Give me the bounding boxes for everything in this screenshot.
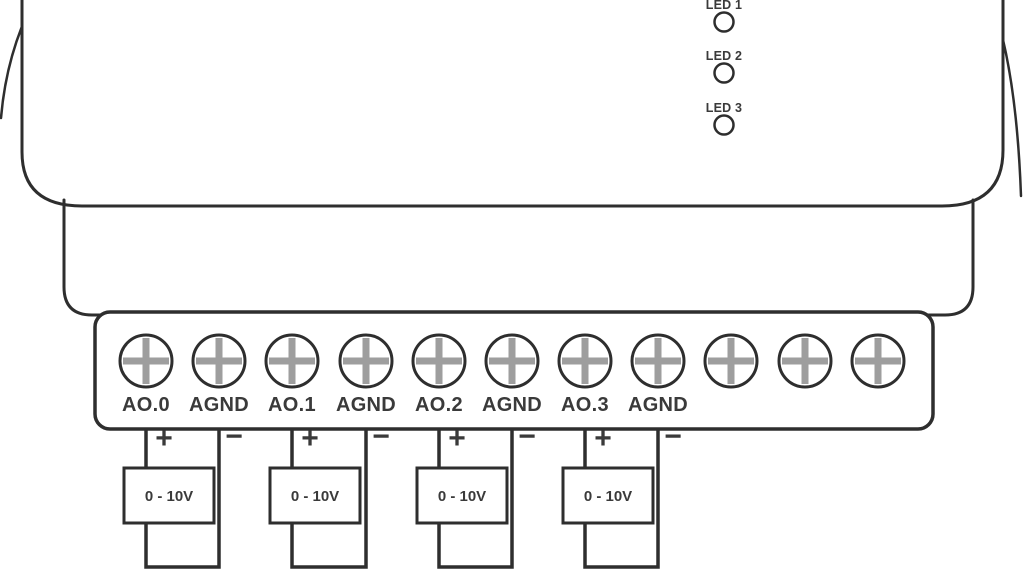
polarity-plus-icon: + [448, 422, 466, 455]
wiring: + − 0 - 10V + − 0 - 10V + − 0 - 10V + − [122, 420, 682, 569]
wiring-pair-3: + − 0 - 10V [415, 420, 536, 569]
device-outline [0, 0, 1023, 317]
screw-terminal-8 [630, 333, 686, 389]
voltage-source-box [122, 466, 216, 525]
polarity-plus-icon: + [155, 422, 173, 455]
led-3-lamp-icon [713, 114, 735, 136]
voltage-source-box [268, 466, 362, 525]
polarity-minus-icon: − [225, 420, 243, 453]
voltage-source-label: 0 - 10V [145, 488, 193, 505]
screw-terminal-9 [703, 333, 759, 389]
terminal-label-ao1: AO.1 [268, 394, 316, 416]
wiring-pair-2: + − 0 - 10V [268, 420, 390, 569]
led-indicators: LED 1 LED 2 LED 3 [706, 0, 742, 136]
voltage-source-label: 0 - 10V [438, 488, 486, 505]
wire-ground-loop [144, 429, 221, 569]
wire-ground-loop [583, 429, 660, 569]
voltage-source-box [415, 466, 509, 525]
screw-terminal-11 [850, 333, 906, 389]
terminal-label-ao0: AO.0 [122, 394, 170, 416]
led-1-label: LED 1 [706, 0, 742, 12]
device-terminal-cover [62, 198, 975, 317]
wiring-pair-1: + − 0 - 10V [122, 420, 243, 569]
led-1-lamp-icon [713, 11, 735, 33]
led-indicator-3: LED 3 [706, 101, 742, 136]
led-indicator-1: LED 1 [706, 0, 742, 33]
wiring-pair-4: + − 0 - 10V [561, 420, 682, 569]
device-body [20, 0, 1005, 208]
wire-ground-loop [437, 429, 514, 569]
terminal-label-ao2: AO.2 [415, 394, 463, 416]
voltage-source-box [561, 466, 655, 525]
voltage-source-label: 0 - 10V [584, 488, 632, 505]
screw-terminal-2 [191, 333, 247, 389]
screw-terminal-6 [484, 333, 540, 389]
terminal-label-agnd-3: AGND [482, 394, 542, 416]
voltage-source-label: 0 - 10V [291, 488, 339, 505]
terminal-label-ao3: AO.3 [561, 394, 609, 416]
terminal-block: AO.0 AGND AO.1 AGND AO.2 AGND AO.3 AGND [93, 310, 935, 431]
screw-terminal-10 [777, 333, 833, 389]
polarity-minus-icon: − [664, 420, 682, 453]
polarity-plus-icon: + [301, 422, 319, 455]
terminal-label-agnd-4: AGND [628, 394, 688, 416]
led-2-label: LED 2 [706, 49, 742, 63]
polarity-plus-icon: + [594, 422, 612, 455]
led-3-label: LED 3 [706, 101, 742, 115]
led-indicator-2: LED 2 [706, 49, 742, 84]
wire-ground-loop [290, 429, 368, 569]
polarity-minus-icon: − [372, 420, 390, 453]
screw-terminal-4 [338, 333, 394, 389]
screw-terminal-5 [411, 333, 467, 389]
terminal-labels: AO.0 AGND AO.1 AGND AO.2 AGND AO.3 AGND [122, 394, 688, 416]
screw-terminal-1 [118, 333, 174, 389]
screw-terminal-7 [557, 333, 613, 389]
terminal-label-agnd-2: AGND [336, 394, 396, 416]
terminal-label-agnd-1: AGND [189, 394, 249, 416]
screw-terminal-3 [264, 333, 320, 389]
led-2-lamp-icon [713, 62, 735, 84]
polarity-minus-icon: − [518, 420, 536, 453]
